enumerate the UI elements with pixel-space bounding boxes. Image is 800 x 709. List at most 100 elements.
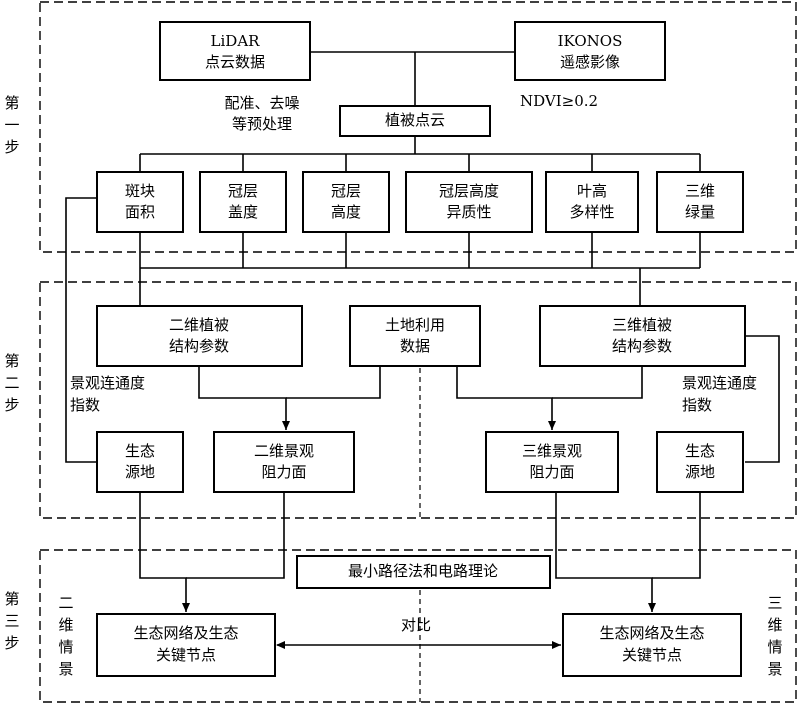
land-use-box: 土地利用 数据 [349, 305, 481, 367]
step1-label: 第 一 步 [4, 94, 19, 156]
svg-text:第: 第 [4, 590, 19, 608]
network-3d-box: 生态网络及生态 关键节点 [562, 613, 742, 677]
step3-frame [39, 549, 797, 703]
svg-text:三维景观: 三维景观 [522, 442, 582, 460]
svg-text:异质性: 异质性 [446, 203, 491, 221]
svg-text:面积: 面积 [125, 203, 155, 221]
canopy-cover-box: 冠层 盖度 [199, 171, 287, 233]
svg-text:数据: 数据 [400, 337, 430, 355]
svg-text:叶高: 叶高 [577, 182, 607, 200]
svg-text:维: 维 [58, 616, 73, 634]
step2-label: 第 二 步 [4, 352, 19, 414]
svg-text:冠层: 冠层 [228, 182, 258, 200]
svg-text:二: 二 [4, 374, 19, 392]
landuse-to-resistance2d [286, 366, 381, 399]
connectivity-label-right: 景观连通度 [682, 374, 757, 392]
canopy-height-box: 冠层 高度 [302, 171, 390, 233]
svg-text:情: 情 [58, 638, 73, 656]
step2-frame [39, 281, 797, 519]
veg-2d-params-box: 二维植被 结构参数 [96, 305, 303, 367]
svg-text:生态: 生态 [685, 442, 715, 460]
scenario-3d-label: 三 维 情 景 [767, 594, 782, 678]
canopy-heterogeneity-box: 冠层高度 异质性 [405, 171, 533, 233]
patch-to-source-left [65, 197, 97, 463]
ikonos-box: IKONOS 遥感影像 [514, 21, 666, 81]
resistance2d-to-network2d [186, 492, 285, 579]
svg-text:高度: 高度 [331, 203, 361, 221]
svg-text:关键节点: 关键节点 [622, 646, 682, 664]
svg-text:斑块: 斑块 [125, 182, 155, 200]
svg-text:源地: 源地 [125, 463, 155, 481]
veg3d-to-resistance3d [552, 366, 643, 399]
ndvi-label: NDVI≥0.2 [520, 92, 598, 110]
svg-text:三: 三 [767, 594, 782, 612]
svg-text:冠层高度: 冠层高度 [439, 182, 499, 200]
scenario-2d-label: 二 维 情 景 [58, 594, 73, 678]
veg-3d-params-box: 三维植被 结构参数 [539, 305, 746, 367]
step1-frame [39, 1, 797, 253]
svg-text:生态: 生态 [125, 442, 155, 460]
veg-point-cloud-box: 植被点云 [339, 105, 491, 137]
svg-text:关键节点: 关键节点 [156, 646, 216, 664]
svg-text:LiDAR: LiDAR [211, 32, 261, 50]
svg-text:二维植被: 二维植被 [169, 316, 229, 334]
lidar-box: LiDAR 点云数据 [159, 21, 311, 81]
step3-label: 第 三 步 [4, 590, 19, 652]
green-volume-box: 三维 绿量 [656, 171, 744, 233]
params3d-to-source-right [745, 335, 780, 463]
svg-text:第: 第 [4, 94, 19, 112]
svg-text:景: 景 [58, 660, 73, 678]
svg-text:步: 步 [4, 138, 19, 156]
svg-text:步: 步 [4, 396, 19, 414]
svg-text:点云数据: 点云数据 [205, 53, 265, 71]
eco-source-right-box: 生态 源地 [656, 431, 744, 493]
svg-text:步: 步 [4, 634, 19, 652]
connectivity-label-right-2: 指数 [682, 396, 712, 414]
svg-text:盖度: 盖度 [228, 203, 258, 221]
veg2d-to-resistance2d [198, 366, 290, 430]
preprocess-label-2: 等预处理 [232, 115, 292, 133]
svg-text:遥感影像: 遥感影像 [560, 53, 620, 71]
svg-text:最小路径法和电路理论: 最小路径法和电路理论 [348, 562, 498, 580]
svg-text:阻力面: 阻力面 [529, 463, 574, 481]
foliage-diversity-box: 叶高 多样性 [545, 171, 639, 233]
compare-label: 对比 [401, 616, 431, 634]
svg-text:一: 一 [4, 116, 19, 134]
landuse-to-resistance3d [456, 366, 556, 430]
svg-text:三: 三 [4, 612, 19, 630]
svg-text:IKONOS: IKONOS [558, 32, 623, 50]
connectivity-label-left-2: 指数 [70, 396, 100, 414]
svg-text:源地: 源地 [685, 463, 715, 481]
svg-text:绿量: 绿量 [685, 203, 715, 221]
svg-text:结构参数: 结构参数 [612, 337, 672, 355]
svg-text:冠层: 冠层 [331, 182, 361, 200]
svg-text:多样性: 多样性 [569, 203, 614, 221]
patch-area-box: 斑块 面积 [96, 171, 184, 233]
svg-text:结构参数: 结构参数 [169, 337, 229, 355]
source-right-to-network3d [652, 492, 701, 579]
svg-text:三维植被: 三维植被 [612, 316, 672, 334]
resistance-3d-box: 三维景观 阻力面 [485, 431, 619, 493]
svg-text:景: 景 [767, 660, 782, 678]
svg-text:生态网络及生态: 生态网络及生态 [133, 624, 238, 642]
svg-text:情: 情 [767, 638, 782, 656]
svg-text:土地利用: 土地利用 [385, 316, 445, 334]
svg-text:二: 二 [58, 594, 73, 612]
svg-text:三维: 三维 [685, 182, 715, 200]
svg-text:二维景观: 二维景观 [254, 442, 314, 460]
svg-text:阻力面: 阻力面 [261, 463, 306, 481]
eco-source-left-box: 生态 源地 [96, 431, 184, 493]
svg-text:植被点云: 植被点云 [385, 111, 445, 129]
resistance3d-to-network3d [555, 492, 656, 612]
svg-text:维: 维 [767, 616, 782, 634]
svg-text:第: 第 [4, 352, 19, 370]
connectivity-label-left: 景观连通度 [70, 374, 145, 392]
source-left-to-network2d [139, 492, 190, 612]
method-box: 最小路径法和电路理论 [296, 555, 551, 589]
network-2d-box: 生态网络及生态 关键节点 [96, 613, 276, 677]
svg-text:生态网络及生态: 生态网络及生态 [599, 624, 704, 642]
preprocess-label: 配准、去噪 [224, 94, 299, 112]
resistance-2d-box: 二维景观 阻力面 [213, 431, 355, 493]
